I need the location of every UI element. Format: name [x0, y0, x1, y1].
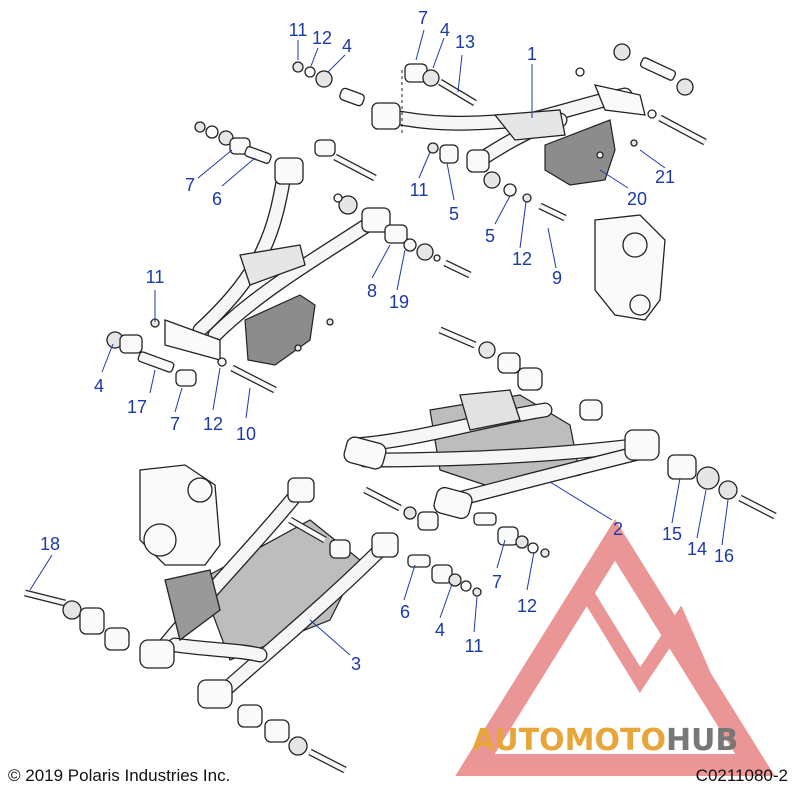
callout-7: 7 — [185, 175, 195, 195]
callout-12: 12 — [312, 28, 332, 48]
callout-9: 9 — [552, 268, 562, 288]
watermark-text: AUTOMOTOHUB — [472, 723, 738, 758]
watermark-part-1: AUTOMOTO — [472, 723, 666, 758]
diagram-code: C0211080-2 — [695, 766, 788, 785]
callout-8: 8 — [367, 281, 377, 301]
callout-12: 12 — [203, 414, 223, 434]
lower-a-arm-part-2 — [343, 389, 660, 520]
hardware-left — [106, 121, 472, 394]
rivet — [596, 151, 604, 159]
callout-7: 7 — [492, 572, 502, 592]
callout-5: 5 — [485, 226, 495, 246]
hardware-lower-left — [24, 516, 482, 774]
callout-10: 10 — [236, 424, 256, 444]
callout-18: 18 — [40, 534, 60, 554]
skid-plate-part-20 — [544, 119, 616, 186]
callout-19: 19 — [389, 292, 409, 312]
callout-6: 6 — [400, 602, 410, 622]
callout-3: 3 — [351, 654, 361, 674]
lower-a-arm-part-3 — [139, 477, 399, 709]
callout-7: 7 — [418, 8, 428, 28]
callout-4: 4 — [440, 20, 450, 40]
callout-4: 4 — [435, 620, 445, 640]
callout-4: 4 — [94, 376, 104, 396]
leader-lines — [29, 29, 729, 656]
watermark-part-2: HUB — [666, 723, 738, 758]
callout-11: 11 — [289, 20, 308, 40]
callout-21: 21 — [655, 167, 675, 187]
callout-labels: 1 13 7 4 11 12 4 11 5 5 12 9 20 21 7 6 1… — [40, 8, 734, 674]
callout-15: 15 — [662, 524, 682, 544]
watermark-logo — [455, 519, 775, 776]
callout-17: 17 — [127, 397, 147, 417]
callout-11: 11 — [410, 180, 429, 200]
callout-1: 1 — [527, 44, 537, 64]
upper-a-arm-left — [164, 157, 391, 361]
callout-7: 7 — [170, 414, 180, 434]
hardware-top — [292, 43, 707, 222]
callout-4: 4 — [342, 36, 352, 56]
callout-13: 13 — [455, 32, 475, 52]
callout-2: 2 — [613, 519, 623, 539]
wheel-knuckle-right — [594, 214, 666, 321]
hardware-lower-right — [363, 326, 777, 558]
callout-16: 16 — [714, 546, 734, 566]
wheel-knuckle-left — [139, 464, 221, 566]
upper-a-arm-part-1 — [371, 84, 646, 173]
callout-14: 14 — [687, 539, 707, 559]
callout-12: 12 — [517, 596, 537, 616]
callout-20: 20 — [627, 189, 647, 209]
callout-12: 12 — [512, 249, 532, 269]
copyright-notice: © 2019 Polaris Industries Inc. — [8, 766, 231, 785]
callout-5: 5 — [449, 204, 459, 224]
callout-6: 6 — [212, 189, 222, 209]
callout-11: 11 — [465, 636, 484, 656]
callout-11: 11 — [146, 267, 165, 287]
